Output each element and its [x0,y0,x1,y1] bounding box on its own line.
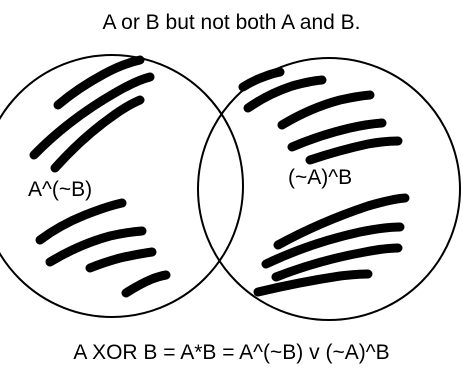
right-hatch-stroke-2 [243,75,327,113]
right-hatch-stroke-5 [305,136,403,165]
xor-formula: A XOR B = A*B = A^(~B) v (~A)^B [73,341,390,364]
right-region-label: (~A)^B [288,166,352,189]
left-region-hatching [29,55,171,298]
right-hatch-stroke-6 [273,193,410,250]
left-hatch-stroke-1 [53,55,145,110]
left-hatch-stroke-2 [29,72,155,160]
left-hatch-stroke-5 [45,226,147,267]
left-hatch-stroke-7 [121,270,171,298]
right-hatch-stroke-9 [253,269,373,297]
set-a-circle [0,54,244,318]
right-hatch-stroke-8 [271,243,403,282]
right-hatch-stroke-3 [277,90,375,130]
right-hatch-stroke-1 [238,67,285,92]
left-hatch-stroke-4 [35,198,127,245]
left-hatch-stroke-6 [85,247,157,273]
set-b-circle [197,57,461,321]
left-hatch-stroke-3 [50,95,145,173]
right-region-hatching [238,67,410,297]
right-hatch-stroke-7 [261,222,405,269]
left-region-label: A^(~B) [28,178,92,201]
diagram-title: A or B but not both A and B. [102,11,361,34]
right-hatch-stroke-4 [287,118,387,152]
